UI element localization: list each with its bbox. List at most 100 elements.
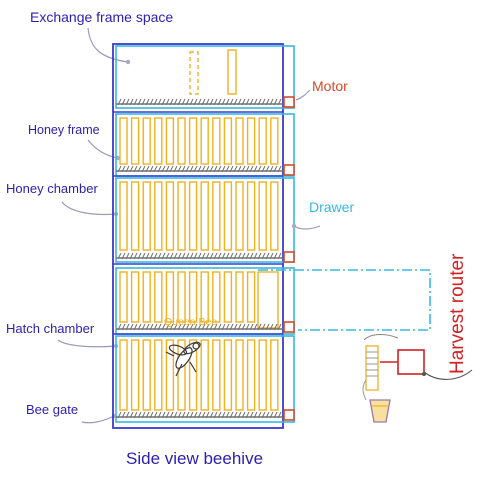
rack-tooth — [169, 98, 174, 106]
rack-tooth — [213, 411, 218, 419]
rack-tooth — [161, 165, 166, 173]
rack-tooth — [265, 252, 270, 260]
rack-tooth — [197, 323, 202, 331]
rack-tooth — [177, 252, 182, 260]
rack-tooth — [189, 323, 194, 331]
drawer-leader-dot — [291, 223, 297, 229]
rack-tooth — [225, 98, 230, 106]
drawer-leader — [293, 225, 321, 230]
rack-tooth — [217, 323, 222, 331]
honey-frame — [223, 117, 233, 165]
rack-tooth — [141, 323, 146, 331]
rack-tooth — [181, 252, 186, 260]
rack-tooth — [273, 252, 278, 260]
rack-tooth — [221, 252, 226, 260]
rack-tooth — [153, 98, 158, 106]
rack-tooth — [125, 323, 130, 331]
rack-tooth — [193, 98, 198, 106]
rack-tooth — [169, 323, 174, 331]
rack-tooth — [233, 323, 238, 331]
rack-tooth — [257, 98, 262, 106]
rack-tooth — [141, 411, 146, 419]
rack-tooth — [197, 252, 202, 260]
hatch-frame-lower — [270, 339, 279, 411]
rack-tooth — [149, 98, 154, 106]
motor-4 — [283, 321, 295, 333]
hatch-frame-lower — [235, 339, 244, 411]
rack-tooth — [277, 411, 282, 419]
rack-tooth — [141, 98, 146, 106]
honey-chamber-frame — [246, 181, 256, 251]
rack-tooth — [149, 252, 154, 260]
rack-tooth — [225, 165, 230, 173]
honey-frame — [200, 117, 209, 165]
rack-tooth — [153, 323, 158, 331]
label-hatch-chamber: Hatch chamber — [6, 321, 95, 336]
hatch-frame-upper — [200, 271, 209, 323]
rack-tooth — [137, 165, 142, 173]
hatch-frame-upper — [223, 271, 233, 323]
rack-tooth — [153, 252, 158, 260]
rack-tooth — [129, 98, 134, 106]
hatch-frame-upper — [130, 271, 140, 323]
hatch-frame-upper — [142, 271, 151, 323]
rack-tooth — [233, 165, 238, 173]
rack-tooth — [221, 411, 226, 419]
rack-tooth — [241, 411, 246, 419]
motor-leader — [295, 89, 311, 101]
rack-tooth — [125, 252, 130, 260]
rack-tooth — [157, 411, 162, 419]
rack-tooth — [225, 411, 230, 419]
rack-tooth — [157, 98, 162, 106]
rack-tooth — [269, 252, 274, 260]
rack-tooth — [181, 165, 186, 173]
rack-tooth — [201, 252, 206, 260]
drawer-honey-chamber — [115, 177, 295, 263]
hatch-frame-upper — [119, 271, 128, 323]
hatch-frame-upper — [212, 271, 221, 323]
rack-tooth — [209, 98, 214, 106]
rack-tooth — [201, 323, 206, 331]
rack-tooth — [201, 411, 206, 419]
rack-tooth — [205, 323, 210, 331]
rack-tooth — [133, 323, 138, 331]
hatch-frame-upper — [165, 271, 175, 323]
rack-tooth — [257, 411, 262, 419]
rack-tooth — [245, 165, 250, 173]
rack-tooth — [145, 411, 150, 419]
router-dashed-path — [258, 269, 431, 331]
rack-tooth — [165, 98, 170, 106]
rack-tooth — [165, 323, 170, 331]
labels: Exchange frame space Honey frame Honey c… — [6, 9, 468, 468]
rack-tooth — [185, 252, 190, 260]
honey-chamber-frame — [270, 181, 279, 251]
rack-tooth — [233, 411, 238, 419]
motor-3 — [283, 251, 295, 263]
honey-chamber-frame — [212, 181, 221, 251]
rack-tooth — [121, 252, 126, 260]
rack-tooth — [173, 411, 178, 419]
hatch-frame-lower — [223, 339, 233, 411]
label-motor: Motor — [312, 78, 348, 94]
rack-tooth — [273, 98, 278, 106]
rack-tooth — [205, 252, 210, 260]
racks — [116, 98, 283, 419]
honey-chamber-frame — [188, 181, 198, 251]
rack-tooth — [177, 323, 182, 331]
rack-tooth — [205, 411, 210, 419]
rack-tooth — [273, 323, 278, 331]
rack-tooth — [249, 98, 254, 106]
honey-chamber-frame — [142, 181, 151, 251]
rack-tooth — [201, 98, 206, 106]
honey-chamber-frame — [258, 181, 267, 251]
rack-tooth — [121, 165, 126, 173]
rack-tooth — [261, 411, 266, 419]
harvest-router-device — [362, 334, 473, 423]
hatch-frame-lower — [246, 339, 256, 411]
rack-tooth — [173, 252, 178, 260]
motor-1 — [283, 96, 295, 108]
rack-tooth — [169, 165, 174, 173]
hatch-frame-lower — [177, 339, 186, 411]
rack-tooth — [161, 98, 166, 106]
